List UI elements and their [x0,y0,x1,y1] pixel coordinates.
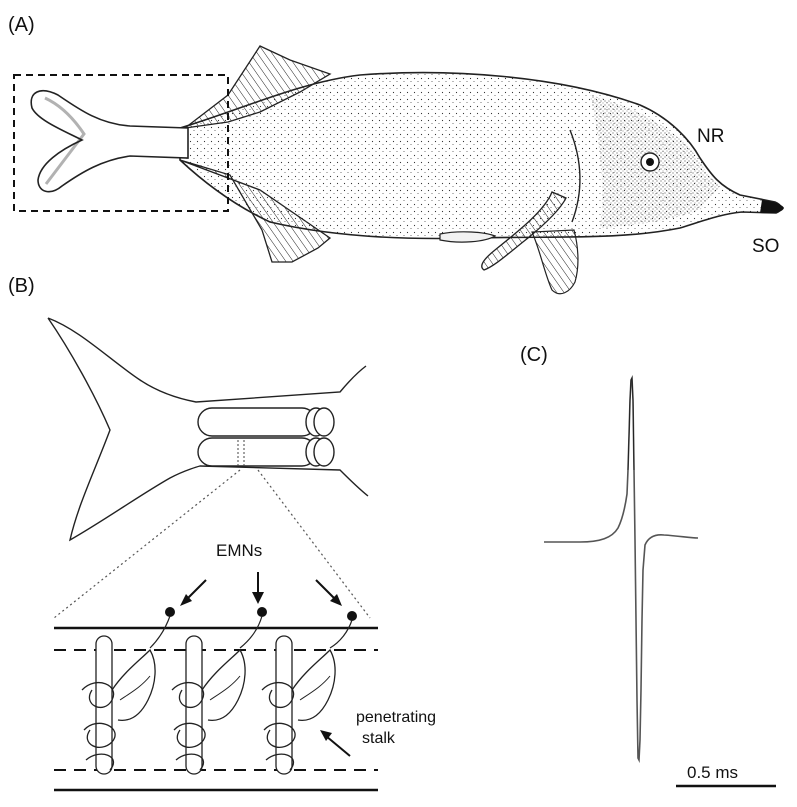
pupil [646,158,654,166]
electrocyte-unit [262,620,352,774]
panel-c: (C) 0.5 ms [520,344,776,786]
panel-a: (A) NR SO [8,14,784,294]
emn-soma [165,607,175,617]
emn-soma [257,607,267,617]
panel-a-label: (A) [8,14,35,36]
stalk-label-1: penetrating [356,709,436,726]
panel-b: (B) EMNs [8,275,436,790]
emn-arrows [180,572,342,606]
snout-organ [760,200,784,213]
stalk-arrow [326,736,350,756]
panel-c-label: (C) [520,344,548,366]
nr-label: NR [697,126,724,147]
electrocyte-columns [198,408,334,466]
emn-soma [347,611,357,621]
electrocyte-unit [172,616,262,774]
electrocyte-unit [82,616,170,774]
scale-label: 0.5 ms [687,763,738,782]
tail [31,91,188,192]
panel-b-label: (B) [8,275,35,297]
so-label: SO [752,236,779,257]
stalk-label-2: stalk [362,730,396,747]
lower-fin [532,230,578,294]
emn-label: EMNs [216,541,262,560]
eod-waveform [544,378,698,760]
pelvic-fin [440,232,495,242]
zoom-line-right [258,470,370,618]
